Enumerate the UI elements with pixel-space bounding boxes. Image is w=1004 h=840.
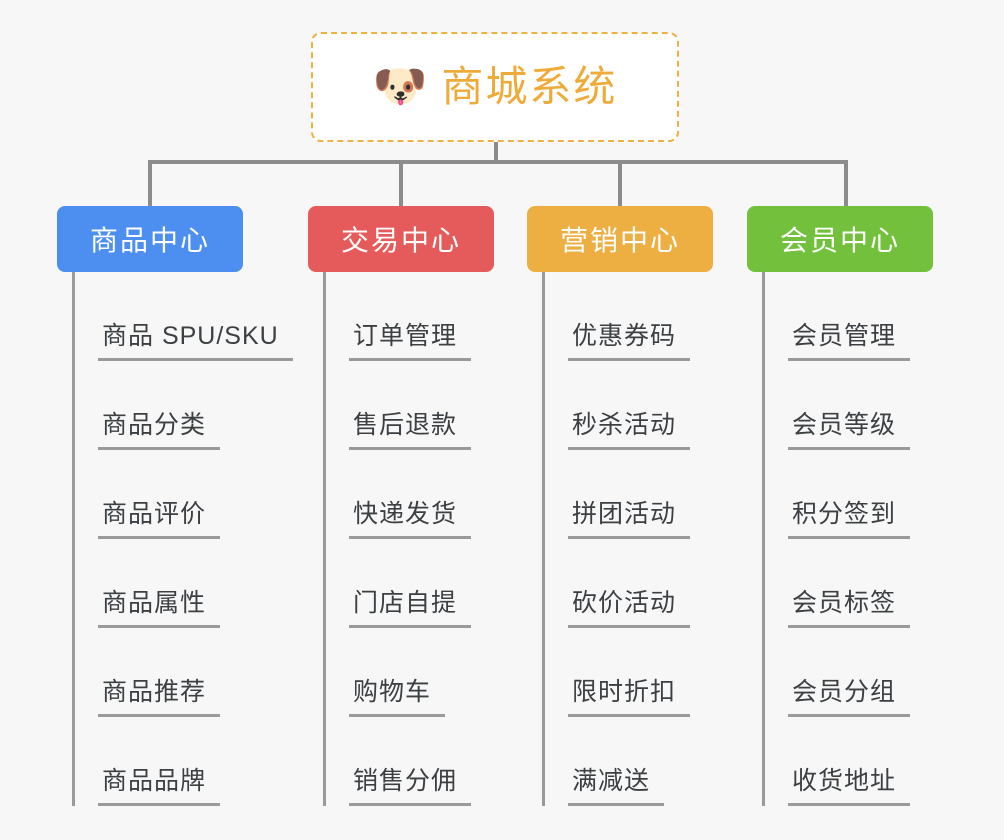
connector-root-stem xyxy=(494,142,498,163)
branch-spine-trade xyxy=(323,272,326,806)
leaf-label: 快递发货 xyxy=(349,502,472,539)
branch-spine-product xyxy=(72,272,75,806)
category-label-member: 会员中心 xyxy=(779,225,900,256)
category-box-marketing[interactable]: 营销中心 xyxy=(527,206,713,272)
category-box-product[interactable]: 商品中心 xyxy=(57,206,243,272)
leaf-item[interactable]: 商品评价 xyxy=(72,450,293,539)
root-node[interactable]: 🐶 商城系统 xyxy=(311,32,679,142)
leaf-label: 商品评价 xyxy=(98,502,221,539)
category-label-trade: 交易中心 xyxy=(340,225,461,256)
leaf-label: 购物车 xyxy=(349,680,446,717)
category-label-product: 商品中心 xyxy=(89,225,210,256)
category-box-trade[interactable]: 交易中心 xyxy=(308,206,494,272)
leaf-label: 秒杀活动 xyxy=(568,413,691,450)
leaf-item[interactable]: 优惠券码 xyxy=(542,272,691,361)
leaf-label: 积分签到 xyxy=(788,502,911,539)
shiba-dog-face-icon: 🐶 xyxy=(372,62,428,111)
leaf-label: 订单管理 xyxy=(349,324,472,361)
connector-horizontal-bus xyxy=(148,160,848,164)
leaf-label: 销售分佣 xyxy=(349,769,472,806)
leaf-item[interactable]: 商品属性 xyxy=(72,539,293,628)
leaf-item[interactable]: 销售分佣 xyxy=(323,717,472,806)
branch-marketing: 优惠券码 秒杀活动 拼团活动 砍价活动 限时折扣 满减送 xyxy=(542,272,691,806)
connector-drop-3 xyxy=(618,160,622,206)
leaf-label: 门店自提 xyxy=(349,591,472,628)
leaf-item[interactable]: 限时折扣 xyxy=(542,628,691,717)
leaf-label: 会员标签 xyxy=(788,591,911,628)
root-title: 商城系统 xyxy=(441,63,618,110)
leaf-item[interactable]: 砍价活动 xyxy=(542,539,691,628)
branch-product: 商品 SPU/SKU 商品分类 商品评价 商品属性 商品推荐 商品品牌 xyxy=(72,272,293,806)
connector-drop-2 xyxy=(399,160,403,206)
leaf-item[interactable]: 商品推荐 xyxy=(72,628,293,717)
leaf-label: 会员管理 xyxy=(788,324,911,361)
leaf-item[interactable]: 秒杀活动 xyxy=(542,361,691,450)
leaf-label: 会员等级 xyxy=(788,413,911,450)
leaf-item[interactable]: 售后退款 xyxy=(323,361,472,450)
leaf-label: 商品品牌 xyxy=(98,769,221,806)
leaf-item[interactable]: 快递发货 xyxy=(323,450,472,539)
leaf-item[interactable]: 会员分组 xyxy=(762,628,911,717)
leaf-label: 商品推荐 xyxy=(98,680,221,717)
leaf-label: 优惠券码 xyxy=(568,324,691,361)
leaf-label: 拼团活动 xyxy=(568,502,691,539)
leaf-label: 限时折扣 xyxy=(568,680,691,717)
leaf-item[interactable]: 订单管理 xyxy=(323,272,472,361)
category-box-member[interactable]: 会员中心 xyxy=(747,206,933,272)
branch-spine-member xyxy=(762,272,765,806)
leaf-item[interactable]: 满减送 xyxy=(542,717,690,806)
leaf-item[interactable]: 会员标签 xyxy=(762,539,911,628)
leaf-label: 售后退款 xyxy=(349,413,472,450)
leaf-item[interactable]: 会员管理 xyxy=(762,272,911,361)
branch-member: 会员管理 会员等级 积分签到 会员标签 会员分组 收货地址 xyxy=(762,272,911,806)
leaf-item[interactable]: 拼团活动 xyxy=(542,450,691,539)
leaf-label: 满减送 xyxy=(568,769,665,806)
leaf-item[interactable]: 商品品牌 xyxy=(72,717,293,806)
leaf-item[interactable]: 会员等级 xyxy=(762,361,911,450)
leaf-label: 商品属性 xyxy=(98,591,221,628)
leaf-label: 商品分类 xyxy=(98,413,221,450)
leaf-item[interactable]: 商品分类 xyxy=(72,361,293,450)
branch-spine-marketing xyxy=(542,272,545,806)
leaf-label: 砍价活动 xyxy=(568,591,691,628)
leaf-label: 商品 SPU/SKU xyxy=(98,324,293,361)
leaf-item[interactable]: 门店自提 xyxy=(323,539,472,628)
branch-trade: 订单管理 售后退款 快递发货 门店自提 购物车 销售分佣 xyxy=(323,272,472,806)
leaf-label: 会员分组 xyxy=(788,680,911,717)
leaf-item[interactable]: 商品 SPU/SKU xyxy=(72,272,293,361)
category-label-marketing: 营销中心 xyxy=(559,225,680,256)
leaf-item[interactable]: 购物车 xyxy=(323,628,471,717)
connector-drop-1 xyxy=(148,160,152,206)
leaf-label: 收货地址 xyxy=(788,769,911,806)
leaf-item[interactable]: 积分签到 xyxy=(762,450,911,539)
connector-drop-4 xyxy=(844,160,848,206)
leaf-item[interactable]: 收货地址 xyxy=(762,717,911,806)
